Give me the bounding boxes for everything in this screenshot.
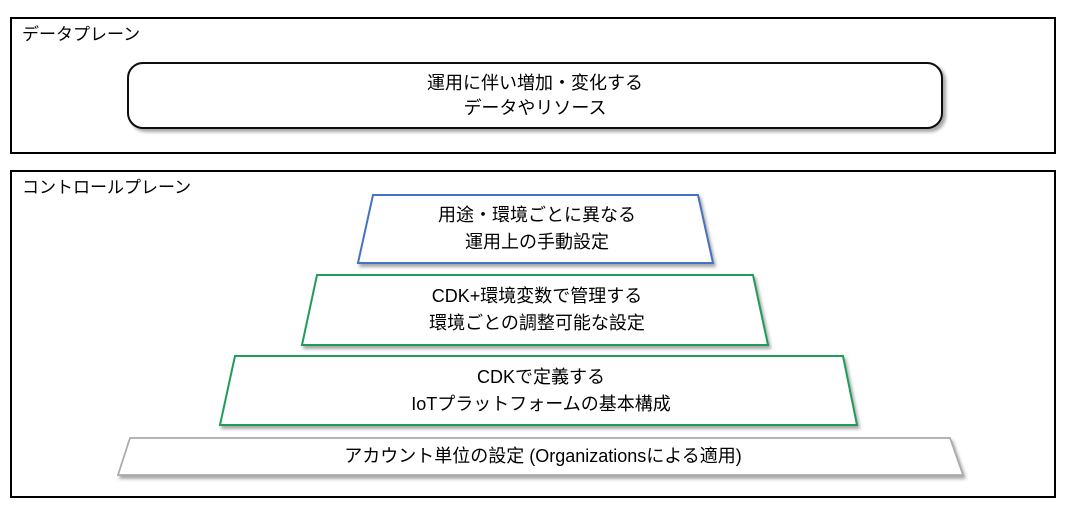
layer-1-text: 用途・環境ごとに異なる 運用上の手動設定 [354,193,720,264]
layer-3-text: CDKで定義する IoTプラットフォームの基本構成 [216,354,866,427]
layer-4-text: アカウント単位の設定 (Organizationsによる適用) [114,436,972,476]
layer-3-line1: CDKで定義する [476,366,605,387]
trapezoid-shape [300,274,770,346]
pyramid-layer-manual-settings: 用途・環境ごとに異なる 運用上の手動設定 [354,193,720,271]
layer-1-line1: 用途・環境ごとに異なる [438,204,636,225]
trapezoid-outline-green [218,355,859,426]
pyramid-layer-cdk-base-config: CDKで定義する IoTプラットフォームの基本構成 [216,354,866,434]
bubble-text-line2: データやリソース [463,97,607,118]
data-plane-label: データプレーン [22,25,141,44]
trapezoid-shape [356,194,715,264]
trapezoid-outline-gray [116,437,965,476]
pyramid-layer-cdk-env-settings: CDK+環境変数で管理する 環境ごとの調整可能な設定 [298,273,776,353]
trapezoid-shape [218,355,859,426]
layer-2-text: CDK+環境変数で管理する 環境ごとの調整可能な設定 [298,273,776,346]
trapezoid-shape [116,437,965,476]
layer-1-line2: 運用上の手動設定 [465,231,609,252]
pyramid-layer-account-settings: アカウント単位の設定 (Organizationsによる適用) [114,436,972,484]
data-resources-bubble: 運用に伴い増加・変化する データやリソース [127,62,943,129]
layer-2-line1: CDK+環境変数で管理する [431,285,643,306]
layer-2-line2: 環境ごとの調整可能な設定 [429,312,645,333]
bubble-text-line1: 運用に伴い増加・変化する [427,72,643,93]
layer-4-line1: アカウント単位の設定 (Organizationsによる適用) [344,445,742,466]
trapezoid-outline-green [300,274,770,346]
control-plane-label: コントロールプレーン [22,178,192,197]
trapezoid-outline-blue [356,194,715,264]
layer-3-line2: IoTプラットフォームの基本構成 [411,393,671,414]
